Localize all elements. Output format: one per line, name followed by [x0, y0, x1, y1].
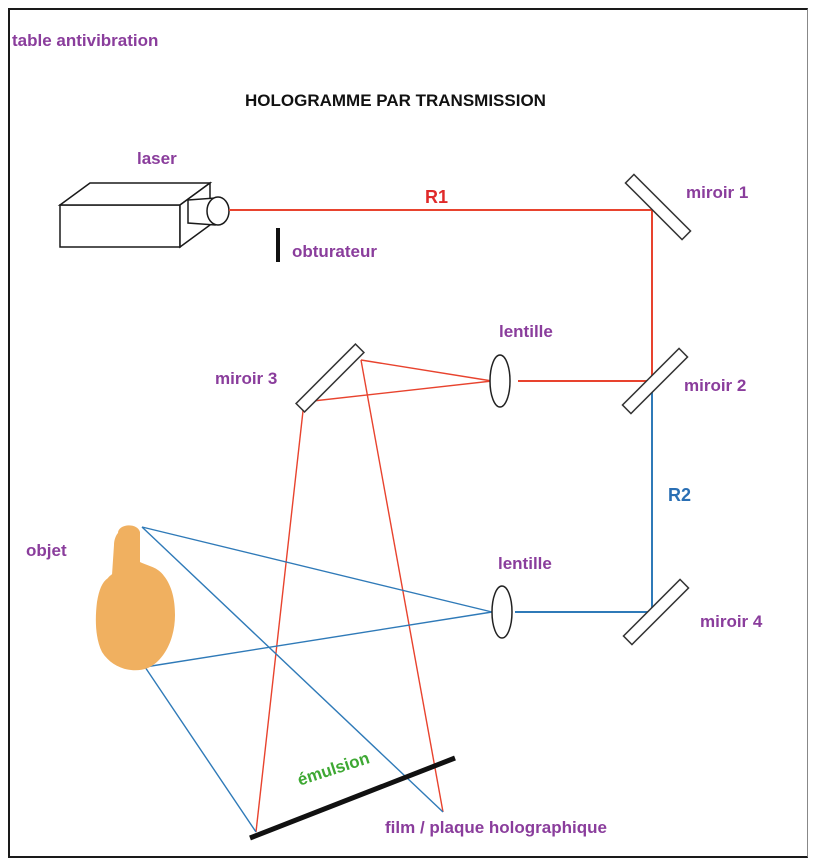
laser-aperture	[206, 196, 230, 226]
object-beam-spread	[141, 526, 493, 833]
miroir-1-shape	[624, 173, 692, 241]
miroir-3-shape	[294, 342, 366, 414]
miroir-4-label: miroir 4	[700, 612, 763, 631]
reference-beam-spread	[255, 359, 493, 833]
film-plaque-label: film / plaque holographique	[385, 818, 607, 837]
laser-label: laser	[137, 149, 177, 168]
mirror-set	[294, 173, 692, 646]
laser-device	[57, 181, 230, 249]
beam-lens-to-miroir3-upper	[360, 359, 493, 382]
beam-lens-to-miroir3-lower	[303, 380, 493, 403]
diagram-title: HOLOGRAMME PAR TRANSMISSION	[245, 91, 546, 110]
beam-miroir3-to-film-left	[255, 401, 305, 833]
miroir-2-label: miroir 2	[684, 376, 747, 395]
r1-beam-label: R1	[425, 187, 449, 207]
beam-object-to-film-right	[141, 526, 444, 813]
obturateur-label: obturateur	[292, 242, 377, 261]
object-beam	[515, 381, 653, 613]
beam-lens-to-object-bottom	[144, 611, 493, 668]
beam-object-to-film-left	[144, 666, 257, 833]
reference-beam	[229, 209, 653, 382]
r2-beam-label: R2	[668, 485, 692, 505]
objet-label: objet	[26, 541, 67, 560]
table-antivibration-label: table antivibration	[12, 31, 159, 50]
beam-miroir3-to-film-right	[360, 359, 444, 813]
diagram-frame	[8, 8, 808, 858]
miroir-1-label: miroir 1	[686, 183, 749, 202]
lentille-top-shape	[489, 354, 511, 408]
beam-lens-to-object-top	[141, 526, 493, 613]
laser-front-face	[59, 204, 181, 248]
lentille-bottom-label: lentille	[498, 554, 552, 573]
lentille-top-label: lentille	[499, 322, 553, 341]
film-plate	[249, 755, 456, 841]
miroir-4-shape	[622, 578, 690, 646]
miroir-2-shape	[621, 347, 689, 415]
lentille-bottom-shape	[491, 585, 513, 639]
objet-hand-shape	[95, 525, 175, 671]
miroir-3-label: miroir 3	[215, 369, 278, 388]
